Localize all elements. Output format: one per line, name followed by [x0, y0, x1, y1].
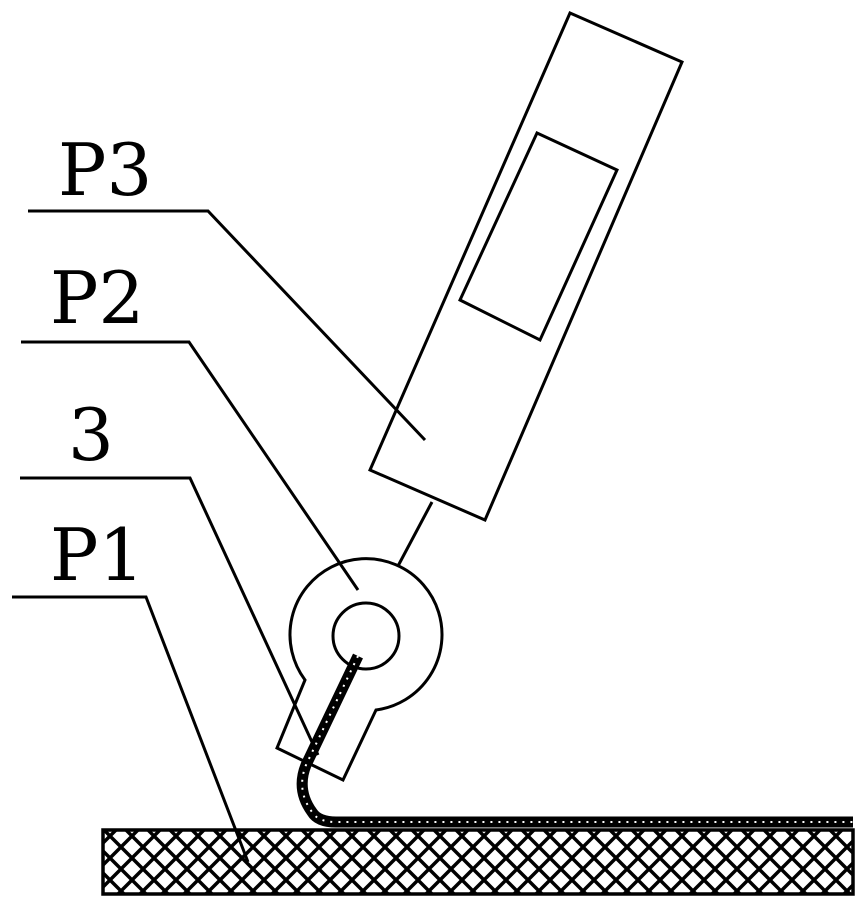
- tape: [302, 656, 853, 822]
- label-p3: P3: [58, 128, 152, 212]
- roller-axle: [333, 603, 399, 669]
- label-p2: P2: [50, 256, 144, 340]
- pen-stem: [398, 502, 432, 566]
- label-p1: P1: [50, 513, 144, 597]
- label-3: 3: [68, 393, 114, 477]
- leader-line-p1: [12, 597, 248, 862]
- pen-body: [370, 13, 682, 520]
- tape-texture: [302, 656, 853, 822]
- pen-window: [460, 133, 617, 340]
- substrate: [103, 830, 853, 894]
